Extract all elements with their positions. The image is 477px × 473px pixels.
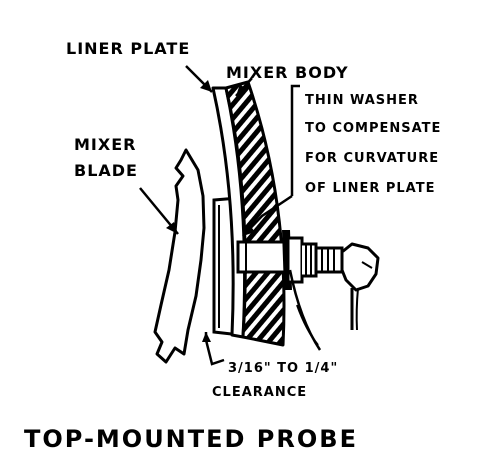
clearance-label-line2: CLEARANCE xyxy=(212,385,307,400)
washer-label-line1: THIN WASHER xyxy=(305,93,419,108)
washer-label-line2: TO COMPENSATE xyxy=(305,121,441,136)
mixer-body-label: MIXER BODY xyxy=(226,63,349,82)
thin-washer xyxy=(282,230,318,290)
probe-shaft xyxy=(236,240,292,274)
mixer-blade-label-line2: BLADE xyxy=(74,161,138,180)
liner-plate-label: LINER PLATE xyxy=(66,39,190,58)
figure-caption: TOP-MOUNTED PROBE xyxy=(24,425,358,453)
leader-lines xyxy=(139,65,300,366)
clearance-label-line1: 3/16" TO 1/4" xyxy=(228,361,338,376)
washer-label-line4: OF LINER PLATE xyxy=(305,181,436,196)
probe-connector xyxy=(314,242,380,331)
washer-label-line3: FOR CURVATURE xyxy=(305,151,439,166)
outer-arc xyxy=(288,269,322,351)
mixer-blade xyxy=(153,148,206,364)
mixer-blade-label-line1: MIXER xyxy=(74,135,136,154)
mixer-body xyxy=(224,80,286,347)
